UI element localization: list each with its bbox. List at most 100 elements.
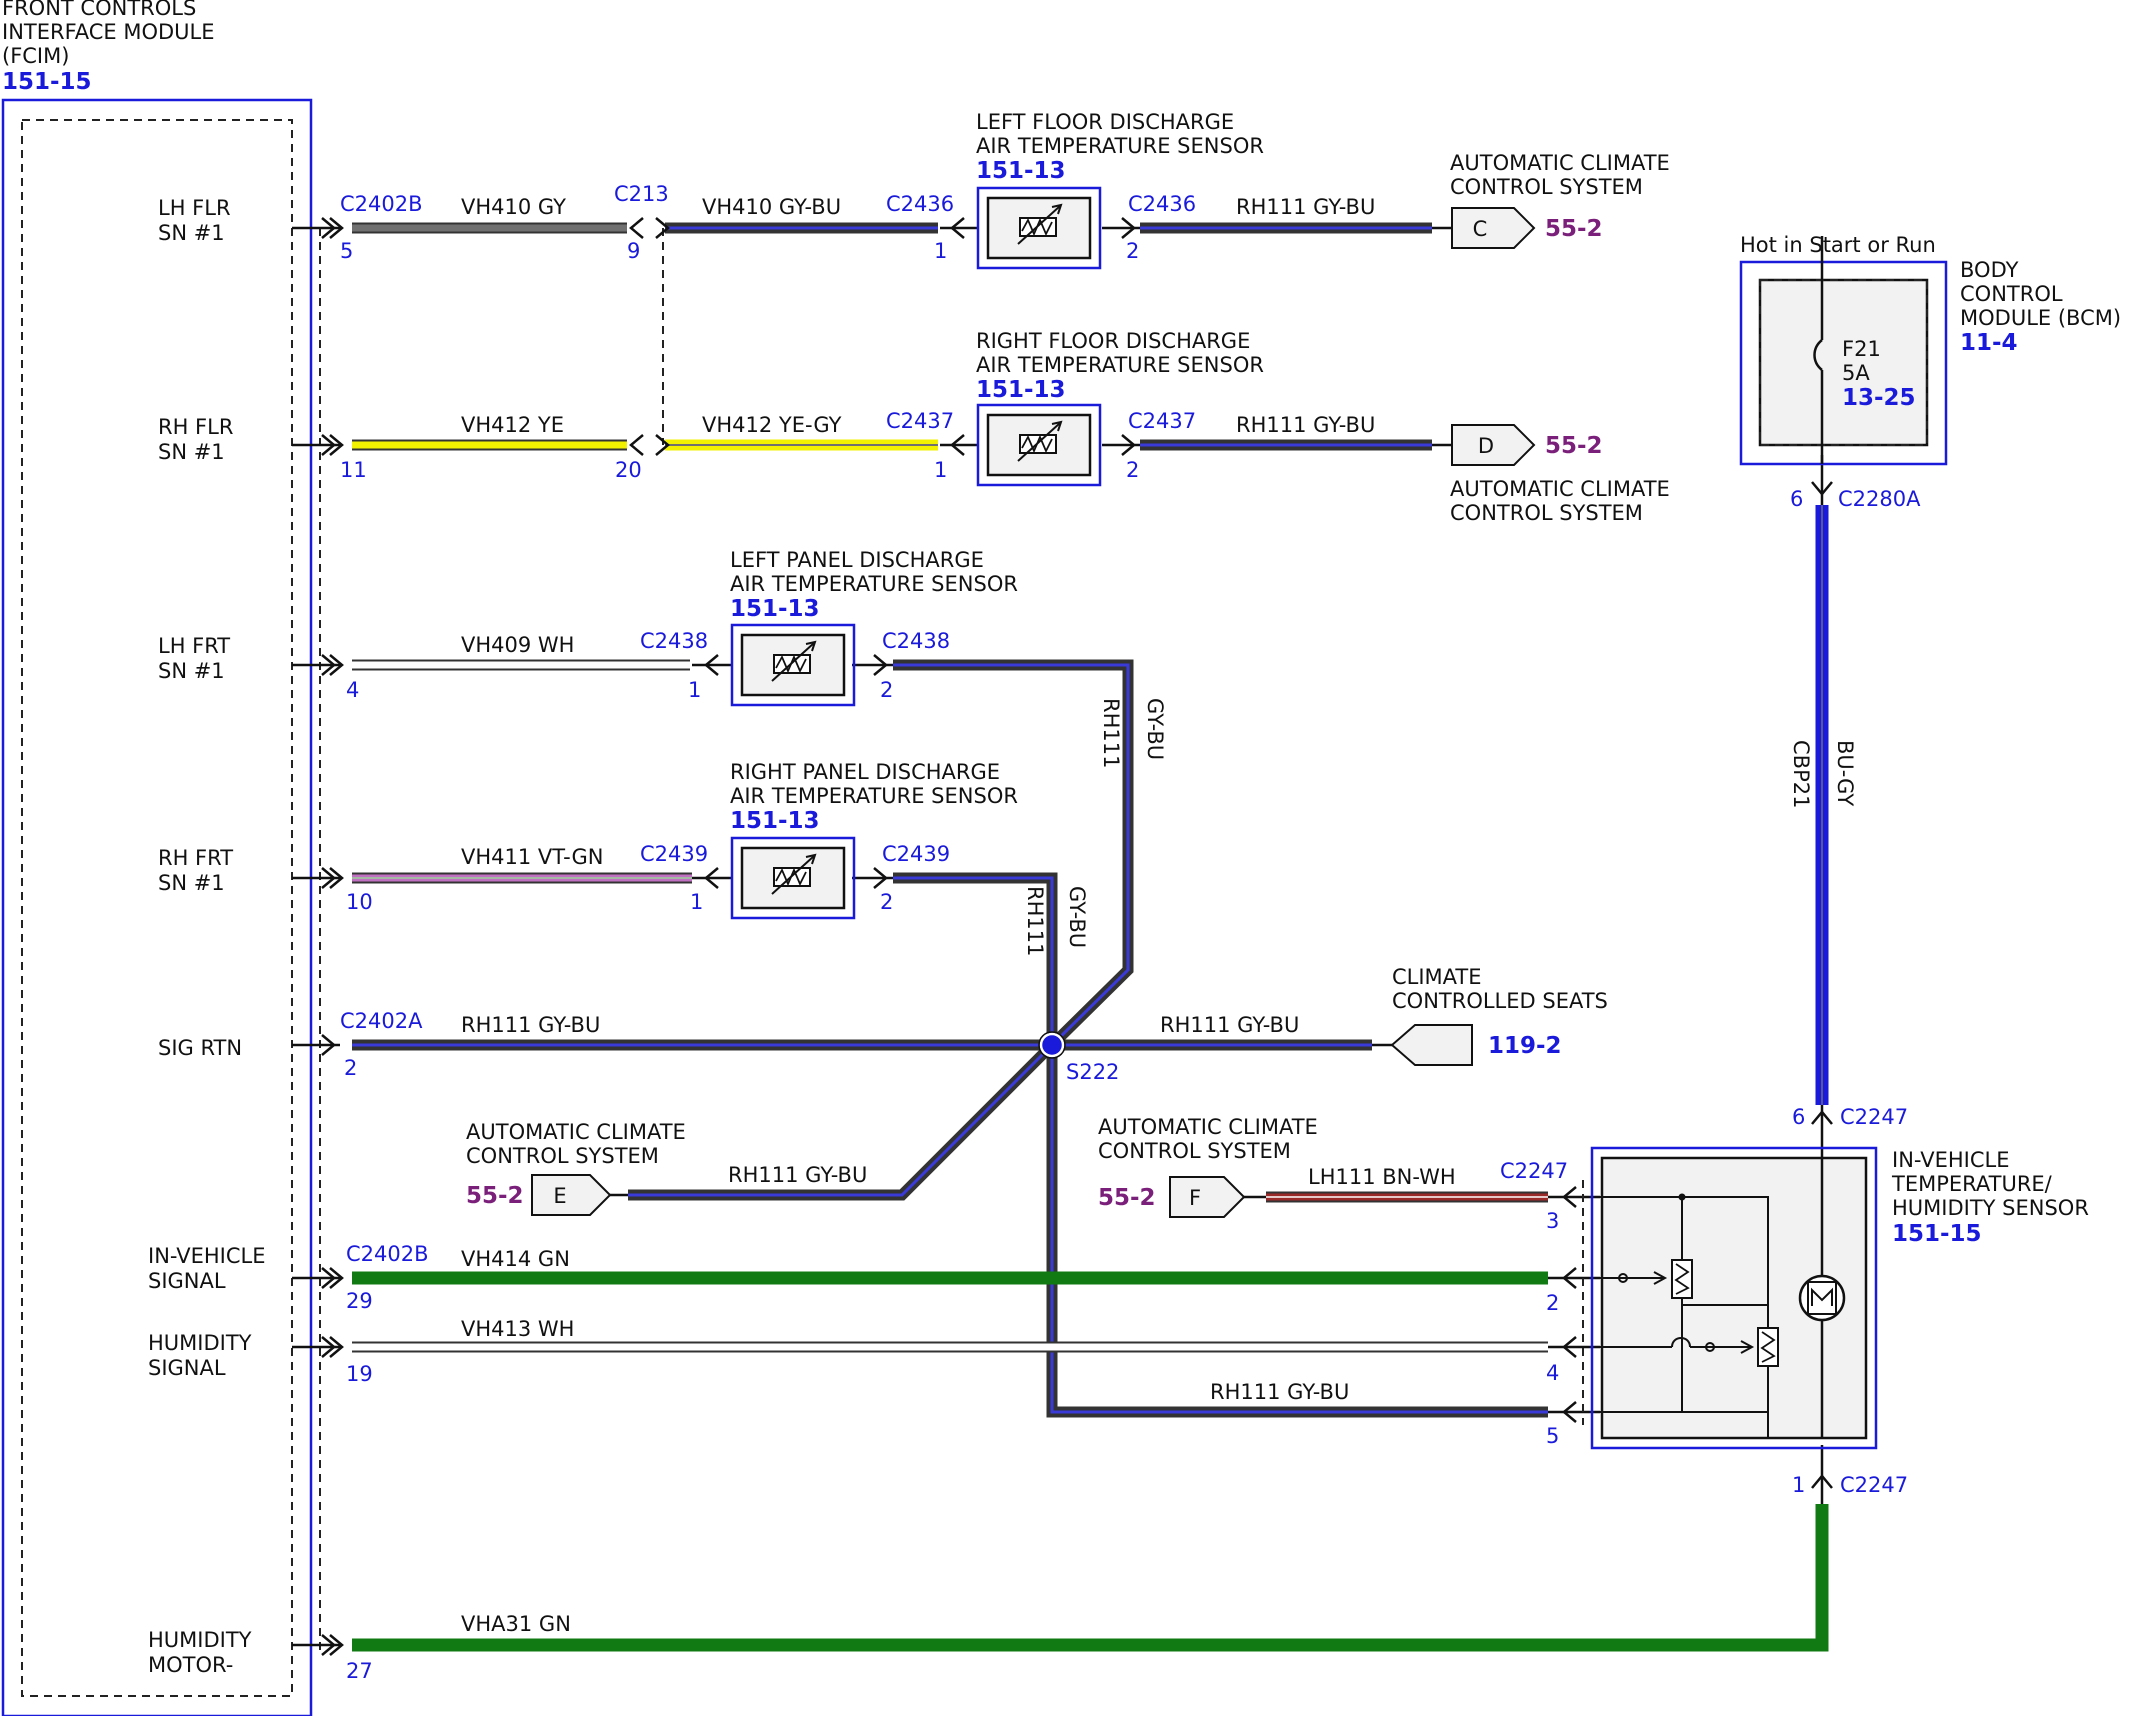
fuse-ref[interactable]: 13-25	[1842, 385, 1916, 411]
ivts-sensor[interactable]	[1590, 1146, 1878, 1450]
svg-text:2: 2	[1126, 458, 1139, 482]
ref-dest-e: 55-2	[466, 1183, 524, 1209]
component-titles: LEFT FLOOR DISCHARGE AIR TEMPERATURE SEN…	[466, 110, 1670, 1211]
svg-text:1: 1	[690, 890, 703, 914]
svg-text:6: 6	[1792, 1105, 1805, 1129]
fcim-outline	[1, 98, 313, 1716]
pin-label-lh-frt-2: SN #1	[158, 659, 225, 683]
pin-label-sig-rtn: SIG RTN	[158, 1036, 242, 1060]
ref-right-floor: 151-13	[976, 377, 1066, 403]
bcm-ref[interactable]: 11-4	[1960, 330, 2018, 356]
dest-tag-e[interactable]: E	[531, 1174, 612, 1216]
pin-label-rh-flr-2: SN #1	[158, 440, 225, 464]
svg-text:VH410 GY-BU: VH410 GY-BU	[702, 195, 841, 219]
svg-text:VH413 WH: VH413 WH	[461, 1317, 574, 1341]
svg-text:AUTOMATIC CLIMATE: AUTOMATIC CLIMATE	[466, 1120, 686, 1144]
ref-dest-seats: 119-2	[1488, 1033, 1562, 1059]
svg-text:3: 3	[1546, 1209, 1559, 1233]
dest-tag-d[interactable]: D	[1451, 424, 1536, 466]
svg-text:RIGHT FLOOR DISCHARGE: RIGHT FLOOR DISCHARGE	[976, 329, 1250, 353]
label-c213: C213	[614, 182, 669, 206]
label-c2402a: C2402A	[340, 1009, 423, 1033]
svg-text:4: 4	[346, 678, 359, 702]
label-c2280a: C2280A	[1838, 487, 1921, 511]
svg-text:VH412 YE: VH412 YE	[461, 413, 564, 437]
svg-text:6: 6	[1790, 487, 1803, 511]
humidity-element-icon	[1757, 1327, 1779, 1367]
pin-label-lh-flr-2: SN #1	[158, 221, 225, 245]
ivts-title-1: IN-VEHICLE	[1892, 1148, 2010, 1172]
fcim-title-3: (FCIM)	[2, 44, 69, 68]
sensor-right-panel[interactable]	[730, 836, 856, 920]
svg-text:1: 1	[934, 239, 947, 263]
svg-text:RIGHT PANEL DISCHARGE: RIGHT PANEL DISCHARGE	[730, 760, 1000, 784]
svg-text:10: 10	[346, 890, 373, 914]
wire-vha31-gn[interactable]	[352, 1504, 1829, 1652]
svg-text:4: 4	[1546, 1361, 1559, 1385]
svg-text:20: 20	[615, 458, 642, 482]
dest-letter-d: D	[1478, 434, 1494, 458]
ivts-title-3: HUMIDITY SENSOR	[1892, 1196, 2089, 1220]
svg-text:2: 2	[880, 890, 893, 914]
fuse-icon	[1813, 339, 1823, 371]
ref-left-panel: 151-13	[730, 596, 820, 622]
pin-label-in-vehicle-2: SIGNAL	[148, 1269, 226, 1293]
svg-text:2: 2	[1546, 1291, 1559, 1315]
pin-label-humidity-signal-2: SIGNAL	[148, 1356, 226, 1380]
svg-text:5: 5	[1546, 1424, 1559, 1448]
svg-text:AUTOMATIC CLIMATE: AUTOMATIC CLIMATE	[1450, 477, 1670, 501]
label-c2438-left: C2438	[640, 629, 708, 653]
dest-letter-e: E	[553, 1184, 566, 1208]
pin-numbers: 5 9 1 2 11 20 1 2 4 1 2 10 1 2 2 29 19 2…	[340, 239, 1805, 1683]
label-c2402b-top: C2402B	[340, 192, 423, 216]
svg-text:VH412 YE-GY: VH412 YE-GY	[702, 413, 842, 437]
svg-text:VH410 GY: VH410 GY	[461, 195, 566, 219]
svg-text:RH111: RH111	[1099, 698, 1123, 768]
svg-text:RH111 GY-BU: RH111 GY-BU	[1236, 195, 1375, 219]
svg-text:CONTROL SYSTEM: CONTROL SYSTEM	[466, 1144, 659, 1168]
svg-text:29: 29	[346, 1289, 373, 1313]
svg-text:AIR TEMPERATURE SENSOR: AIR TEMPERATURE SENSOR	[730, 784, 1018, 808]
svg-text:VH411 VT-GN: VH411 VT-GN	[461, 845, 604, 869]
svg-text:CONTROL SYSTEM: CONTROL SYSTEM	[1450, 175, 1643, 199]
label-c2437-right: C2437	[1128, 409, 1196, 433]
pin-label-rh-frt-1: RH FRT	[158, 846, 233, 870]
pin-label-lh-frt-1: LH FRT	[158, 634, 230, 658]
bcm-title-2: CONTROL	[1960, 282, 2063, 306]
fcim-title-2: INTERFACE MODULE	[2, 20, 215, 44]
sensor-right-floor[interactable]	[976, 403, 1102, 487]
label-c2247-bottom: C2247	[1840, 1473, 1908, 1497]
svg-text:2: 2	[880, 678, 893, 702]
svg-text:LH111 BN-WH: LH111 BN-WH	[1308, 1165, 1456, 1189]
pin-label-rh-frt-2: SN #1	[158, 871, 225, 895]
dest-tag-c[interactable]: C	[1451, 207, 1536, 249]
svg-text:9: 9	[627, 239, 640, 263]
svg-text:CONTROL SYSTEM: CONTROL SYSTEM	[1098, 1139, 1291, 1163]
dest-tag-f[interactable]: F	[1169, 1176, 1246, 1218]
ivts-ref[interactable]: 151-15	[1892, 1221, 1982, 1247]
svg-text:RH111 GY-BU: RH111 GY-BU	[728, 1163, 867, 1187]
wire-labels: VH410 GY VH410 GY-BU RH111 GY-BU VH412 Y…	[461, 195, 1857, 1636]
svg-text:1: 1	[688, 678, 701, 702]
svg-text:11: 11	[340, 458, 367, 482]
pin-label-humidity-motor-2: MOTOR-	[148, 1653, 233, 1677]
svg-text:19: 19	[346, 1362, 373, 1386]
ref-dest-f: 55-2	[1098, 1185, 1156, 1211]
pin-label-in-vehicle-1: IN-VEHICLE	[148, 1244, 266, 1268]
sensor-left-floor[interactable]	[976, 186, 1102, 270]
svg-text:CONTROLLED SEATS: CONTROLLED SEATS	[1392, 989, 1608, 1013]
label-c2439-left: C2439	[640, 842, 708, 866]
bcm-module[interactable]	[1739, 236, 1948, 466]
dest-tag-seats[interactable]	[1390, 1024, 1473, 1066]
splice-label-s222: S222	[1066, 1060, 1119, 1084]
svg-text:RH111 GY-BU: RH111 GY-BU	[461, 1013, 600, 1037]
svg-text:AIR TEMPERATURE SENSOR: AIR TEMPERATURE SENSOR	[976, 134, 1264, 158]
splice-s222[interactable]	[1039, 1032, 1065, 1058]
sensor-left-panel[interactable]	[730, 623, 856, 707]
svg-text:27: 27	[346, 1659, 373, 1683]
svg-text:CBP21: CBP21	[1789, 740, 1813, 808]
fcim-ref[interactable]: 151-15	[2, 69, 92, 95]
pin-label-humidity-signal-1: HUMIDITY	[148, 1331, 252, 1355]
svg-text:RH111 GY-BU: RH111 GY-BU	[1160, 1013, 1299, 1037]
svg-text:LEFT PANEL DISCHARGE: LEFT PANEL DISCHARGE	[730, 548, 984, 572]
